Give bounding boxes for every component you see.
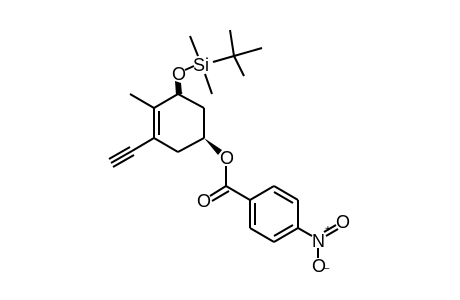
bond-c4-methyl	[129, 93, 155, 109]
bond-c5-c6	[153, 137, 179, 153]
nitro-oxygen-charge: −	[324, 264, 330, 275]
bond-ar4-ar5-inner	[273, 224, 294, 237]
bond-ccarbonyl-aryl	[225, 185, 251, 201]
bond-c5-csp	[131, 137, 155, 152]
bond-c2-c3	[177, 93, 205, 109]
wedge-c1-oester	[204, 138, 222, 155]
bond-triple-1	[110, 150, 133, 164]
bond-c6-c1	[177, 137, 205, 153]
bond-si-me-bottom	[204, 73, 213, 95]
bond-ar2-ar3	[273, 185, 299, 201]
bond-si-me-top	[189, 35, 199, 57]
nitro-nitrogen-charge: +	[325, 224, 331, 235]
bond-cq-me-right	[233, 47, 263, 57]
bond-c-o-double-2	[211, 190, 230, 202]
bond-triple-3	[112, 154, 135, 168]
nitro-oxygen-top-label: O	[336, 212, 350, 232]
bond-triple-2	[108, 146, 131, 160]
bond-ar1-ar2	[249, 185, 275, 201]
carbonyl-oxygen-label: O	[197, 191, 211, 211]
bond-c3-c4	[153, 93, 179, 109]
ester-group	[209, 166, 251, 202]
bond-cq-me-bottom	[233, 55, 245, 77]
nitro-group	[297, 224, 339, 258]
cyclohexene-ring	[153, 93, 205, 153]
bond-o-si	[184, 65, 195, 71]
tert-butyl-group	[212, 29, 263, 77]
bond-ar4-ar5	[273, 227, 299, 243]
nitro-nitrogen-label: N	[312, 231, 325, 251]
bond-ar-n	[297, 227, 313, 237]
benzene-ring	[249, 185, 299, 243]
bond-cq-me-top	[229, 29, 235, 57]
bond-n-o-double-1	[323, 224, 337, 233]
silicon-methyls	[189, 35, 213, 95]
bond-c-o-double-1	[209, 185, 227, 197]
ester-oxygen-label: O	[220, 148, 234, 168]
silicon-label: Si	[193, 55, 209, 75]
bond-n-o-double-2	[325, 228, 339, 237]
bond-si-cq	[212, 55, 235, 63]
nitro-oxygen-bottom-label: O	[312, 256, 326, 276]
bond-ar5-ar6	[249, 227, 275, 243]
wedge-c3-osilyl-main	[175, 81, 182, 95]
bond-ar2-ar3-inner	[273, 191, 294, 204]
silyl-oxygen-label: O	[172, 64, 186, 84]
ethynyl-group	[108, 137, 155, 168]
